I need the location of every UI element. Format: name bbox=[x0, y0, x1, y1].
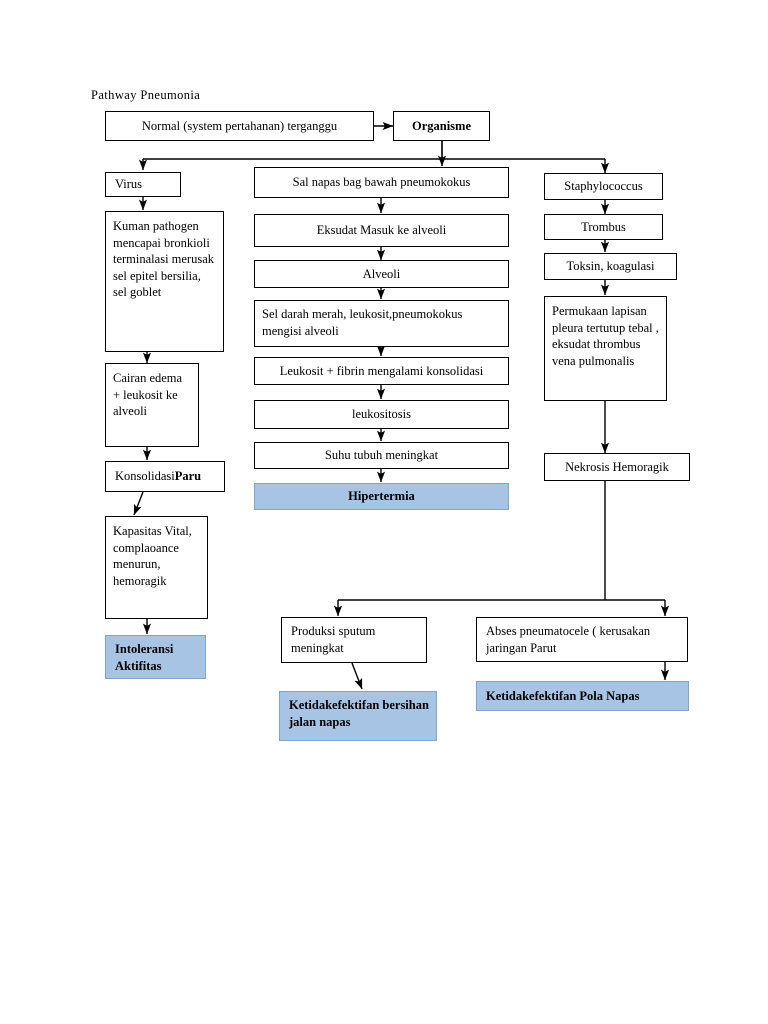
node-eksudat[interactable]: Eksudat Masuk ke alveoli bbox=[254, 214, 509, 247]
node-ketidakefektifan-pola-napas[interactable]: Ketidakefektifan Pola Napas bbox=[476, 681, 689, 711]
node-konsolidasi-paru[interactable]: Konsolidasi Paru bbox=[105, 461, 225, 492]
node-leukositosis-label: leukositosis bbox=[351, 407, 412, 422]
node-ketidakefektifan-pola-napas-label: Ketidakefektifan Pola Napas bbox=[486, 688, 640, 703]
node-hipertermia[interactable]: Hipertermia bbox=[254, 483, 509, 510]
node-sel-darah-merah[interactable]: Sel darah merah, leukosit,pneumokokus me… bbox=[254, 300, 509, 347]
node-trombus[interactable]: Trombus bbox=[544, 214, 663, 240]
node-konsolidasi-paru-label-plain: Konsolidasi bbox=[115, 469, 175, 484]
node-intoleransi-aktifitas[interactable]: Intoleransi Aktifitas bbox=[105, 635, 206, 679]
page-title: Pathway Pneumonia bbox=[91, 88, 201, 102]
node-kuman-pathogen[interactable]: Kuman pathogen mencapai bronkioli termin… bbox=[105, 211, 224, 352]
node-suhu-tubuh-label: Suhu tubuh meningkat bbox=[324, 448, 439, 463]
node-staphylococcus-label: Staphylococcus bbox=[564, 179, 643, 194]
node-ketidakefektifan-bersihan[interactable]: Ketidakefektifan bersihan jalan napas bbox=[279, 691, 437, 741]
node-sal-napas-label: Sal napas bag bawah pneumokokus bbox=[292, 175, 471, 190]
node-staphylococcus[interactable]: Staphylococcus bbox=[544, 173, 663, 200]
node-abses[interactable]: Abses pneumatocele ( kerusakan jaringan … bbox=[476, 617, 688, 662]
node-suhu-tubuh[interactable]: Suhu tubuh meningkat bbox=[254, 442, 509, 469]
node-trombus-label: Trombus bbox=[581, 219, 626, 234]
node-alveoli[interactable]: Alveoli bbox=[254, 260, 509, 288]
node-produksi-sputum-label: Produksi sputum meningkat bbox=[291, 624, 376, 655]
node-organisme-label: Organisme bbox=[411, 118, 472, 133]
node-produksi-sputum[interactable]: Produksi sputum meningkat bbox=[281, 617, 427, 663]
node-cairan-edema-label: Cairan edema + leukosit ke alveoli bbox=[113, 371, 183, 418]
node-konsolidasi-paru-label-bold: Paru bbox=[174, 469, 202, 484]
node-sel-darah-merah-label: Sel darah merah, leukosit,pneumokokus me… bbox=[262, 307, 463, 338]
node-leukosit-fibrin-label: Leukosit + fibrin mengalami konsolidasi bbox=[279, 363, 484, 378]
node-kapasitas-vital-label: Kapasitas Vital, complaoance menurun, he… bbox=[113, 524, 192, 588]
node-intoleransi-aktifitas-label: Intoleransi Aktifitas bbox=[115, 642, 174, 673]
node-nekrosis-label: Nekrosis Hemoragik bbox=[565, 459, 669, 474]
node-leukosit-fibrin[interactable]: Leukosit + fibrin mengalami konsolidasi bbox=[254, 357, 509, 385]
node-hipertermia-label: Hipertermia bbox=[348, 489, 415, 504]
node-sal-napas[interactable]: Sal napas bag bawah pneumokokus bbox=[254, 167, 509, 198]
node-permukaan-pleura-label: Permukaan lapisan pleura tertutup tebal … bbox=[552, 304, 659, 368]
node-nekrosis[interactable]: Nekrosis Hemoragik bbox=[544, 453, 690, 481]
node-organisme[interactable]: Organisme bbox=[393, 111, 490, 141]
node-normal-label: Normal (system pertahanan) terganggu bbox=[141, 118, 338, 133]
node-kuman-pathogen-label: Kuman pathogen mencapai bronkioli termin… bbox=[113, 219, 215, 299]
node-kapasitas-vital[interactable]: Kapasitas Vital, complaoance menurun, he… bbox=[105, 516, 208, 619]
node-toksin[interactable]: Toksin, koagulasi bbox=[544, 253, 677, 280]
node-eksudat-label: Eksudat Masuk ke alveoli bbox=[316, 223, 447, 238]
node-virus-label: Virus bbox=[115, 177, 143, 192]
node-alveoli-label: Alveoli bbox=[362, 266, 401, 281]
node-ketidakefektifan-bersihan-label: Ketidakefektifan bersihan jalan napas bbox=[289, 698, 429, 729]
node-toksin-label: Toksin, koagulasi bbox=[566, 259, 655, 274]
node-permukaan-pleura[interactable]: Permukaan lapisan pleura tertutup tebal … bbox=[544, 296, 667, 401]
edge-produksi-to-bersihan bbox=[351, 662, 363, 690]
node-abses-label: Abses pneumatocele ( kerusakan jaringan … bbox=[486, 624, 651, 655]
node-virus[interactable]: Virus bbox=[105, 172, 181, 197]
edge-konsolidasi-to-kapasitas bbox=[133, 491, 144, 516]
node-cairan-edema[interactable]: Cairan edema + leukosit ke alveoli bbox=[105, 363, 199, 447]
node-leukositosis[interactable]: leukositosis bbox=[254, 400, 509, 429]
node-normal[interactable]: Normal (system pertahanan) terganggu bbox=[105, 111, 374, 141]
